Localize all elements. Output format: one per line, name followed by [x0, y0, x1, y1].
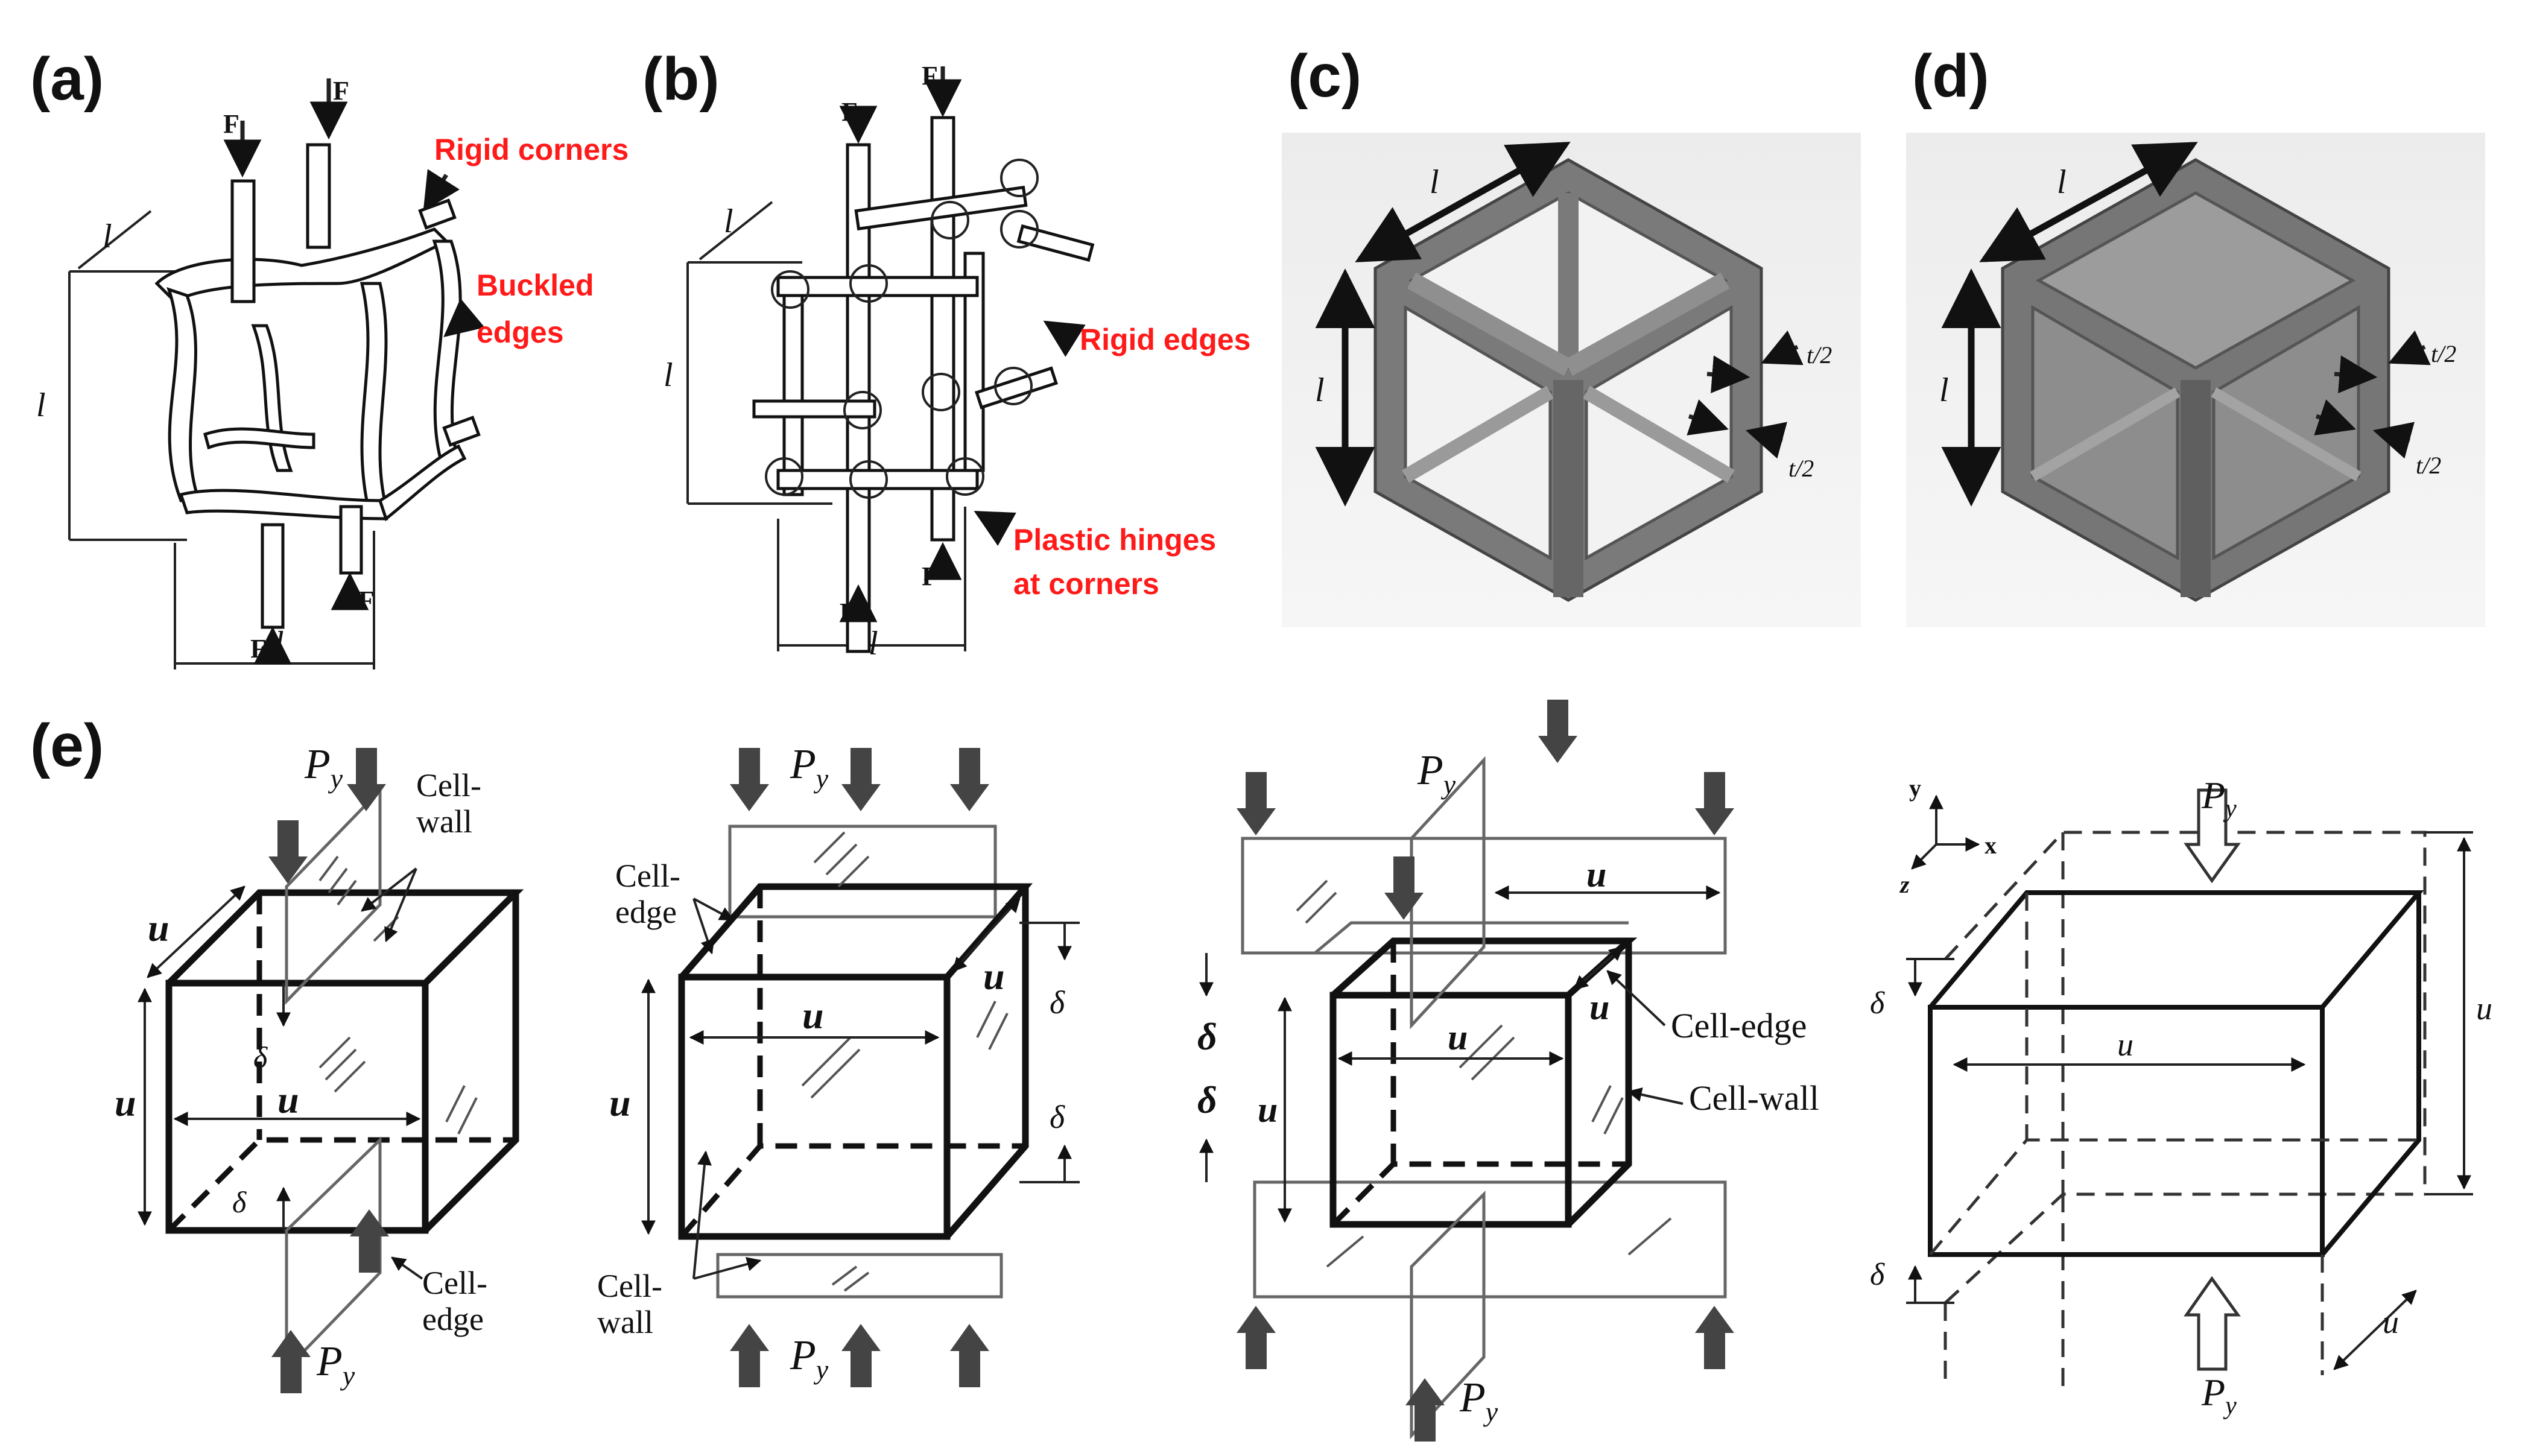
e4-load-top: Py	[2201, 774, 2237, 823]
b-dim-l-vertical: l	[664, 356, 673, 394]
panel-e2: Py Py u u u δ δ Cell- edge Cell- wall	[597, 741, 1080, 1387]
d-dim-l-top: l	[2057, 163, 2067, 201]
e4-load-arrow-top	[2184, 788, 2241, 884]
e4-axis-z: z	[1899, 871, 1910, 898]
e1-load-top: Py	[304, 741, 343, 794]
e1-load-arrow-bottom	[271, 1330, 311, 1393]
d-thickness-upper: t/2	[2431, 340, 2456, 367]
a-force-bottom-left: F	[250, 634, 267, 663]
e2-disp-bottom: δ	[1050, 1099, 1065, 1135]
a-buckled-label-line2: edges	[477, 315, 564, 349]
d-dim-l-side: l	[1939, 372, 1949, 409]
panel-e3: Py Py u u u u δ δ Cell-edge Cell-wall	[1197, 700, 1819, 1442]
a-force-top-right: F	[333, 76, 349, 106]
e2-cell-edge-line1: Cell-	[615, 858, 680, 894]
e1-disp-bottom: δ	[232, 1185, 247, 1219]
e2-dim-u-horizontal: u	[802, 994, 824, 1037]
panel-e1: Py Py u u u δ δ Cell- wall Cell- edge	[115, 741, 524, 1393]
e1-cell-wall-line1: Cell-	[416, 767, 481, 803]
e2-cell-wall-line1: Cell-	[597, 1268, 662, 1304]
c-dim-l-top: l	[1430, 163, 1439, 201]
e1-dim-u-depth: u	[148, 907, 169, 949]
b-force-top-right: F	[922, 61, 938, 90]
b-force-bottom-left: F	[840, 598, 856, 627]
panel-b: (b) l l l F F	[642, 45, 1250, 662]
c-thickness-lower: t/2	[1788, 455, 1814, 482]
a-dim-l-width: l	[274, 625, 284, 662]
e4-axis-y: y	[1909, 774, 1921, 802]
e4-disp-bottom: δ	[1870, 1258, 1885, 1292]
e3-dim-u-vertical: u	[1258, 1090, 1278, 1130]
e2-cell-edge-line2: edge	[615, 894, 677, 930]
e1-cell-wall-line2: wall	[416, 803, 472, 840]
b-force-top-left: F	[841, 97, 858, 127]
panel-c-label: (c)	[1288, 42, 1361, 110]
e4-dim-u-horizontal: u	[2117, 1027, 2133, 1063]
a-rigid-corners-label: Rigid corners	[434, 133, 629, 166]
c-dim-l-side: l	[1315, 372, 1325, 409]
b-rigid-edges-label: Rigid edges	[1080, 323, 1250, 356]
a-force-bottom-right: F	[358, 586, 375, 615]
e2-load-bottom: Py	[790, 1332, 829, 1385]
e4-axis-x: x	[1985, 832, 1997, 859]
e1-dim-u-vertical: u	[115, 1081, 136, 1124]
c-thickness-upper: t/2	[1807, 341, 1832, 369]
panel-e-label: (e)	[30, 712, 104, 779]
e4-dim-u-depth: u	[2383, 1304, 2399, 1340]
a-dim-l-vertical: l	[36, 387, 46, 424]
e4-load-arrow-bottom	[2184, 1276, 2241, 1371]
e1-dim-u-horizontal: u	[277, 1078, 299, 1121]
e3-load-bottom: Py	[1459, 1375, 1498, 1427]
panel-e4: Py Py u u u δ δ y x z	[1870, 774, 2492, 1420]
e3-dim-u-depth: u	[1589, 987, 1609, 1027]
e1-disp-top: δ	[253, 1040, 268, 1074]
panel-b-label: (b)	[642, 45, 720, 113]
e1-cell-edge-line1: Cell-	[422, 1265, 487, 1301]
e2-dim-u-depth: u	[983, 955, 1005, 998]
a-buckled-label-line1: Buckled	[477, 268, 594, 302]
e3-load-top: Py	[1417, 747, 1456, 800]
e4-disp-top: δ	[1870, 986, 1885, 1021]
e1-cell-edge-line2: edge	[422, 1301, 484, 1337]
panel-a: (a) l l l F F F F	[30, 45, 629, 669]
e2-disp-top: δ	[1050, 984, 1065, 1021]
e3-cell-edge-label: Cell-edge	[1671, 1006, 1807, 1045]
e1-load-arrow-top	[347, 748, 386, 811]
a-force-top-left: F	[223, 109, 239, 139]
b-at-corners-label: at corners	[1013, 567, 1159, 601]
e2-load-top: Py	[790, 741, 829, 794]
b-dim-l-width: l	[869, 625, 878, 662]
panel-d: (d) l l t/2 t/2	[1906, 42, 2485, 627]
d-thickness-lower: t/2	[2416, 452, 2441, 479]
a-dim-l-depth: l	[103, 218, 112, 255]
e3-disp-top: δ	[1197, 1015, 1217, 1058]
e2-cell-wall-line2: wall	[597, 1304, 653, 1340]
e3-disp-bottom: δ	[1197, 1078, 1217, 1121]
b-force-bottom-right: F	[922, 562, 938, 591]
e3-dim-u-horizontal: u	[1448, 1018, 1468, 1057]
e4-dim-u-vertical: u	[2476, 990, 2492, 1027]
panel-a-label: (a)	[30, 45, 104, 113]
panel-d-label: (d)	[1912, 42, 1989, 110]
e4-load-bottom: Py	[2201, 1371, 2237, 1420]
e2-dim-u-vertical: u	[609, 1081, 631, 1124]
e3-cell-wall-label: Cell-wall	[1689, 1078, 1819, 1118]
e3-dim-u-top: u	[1586, 855, 1606, 894]
panel-c: (c) l l t/2 t/2	[1282, 42, 1861, 627]
e1-load-bottom: Py	[316, 1338, 355, 1391]
b-dim-l-depth: l	[724, 203, 733, 240]
b-plastic-hinges-label: Plastic hinges	[1013, 523, 1216, 557]
